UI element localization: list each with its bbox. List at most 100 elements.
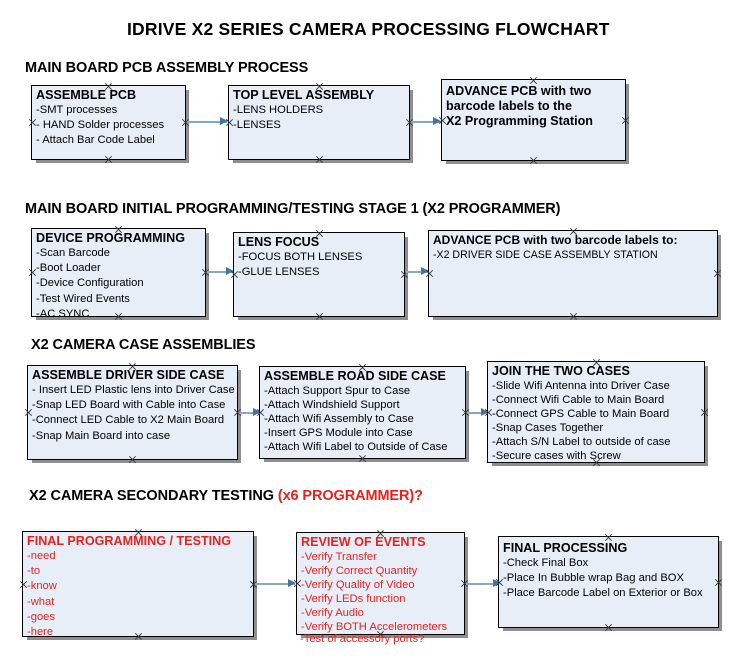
node-title: REVIEW OF EVENTS (301, 535, 426, 549)
section-heading-text: X2 CAMERA SECONDARY TESTING (29, 488, 278, 504)
connection-handle-top[interactable] (569, 227, 578, 236)
node-line: -Connect GPS Cable to Main Board (492, 408, 670, 420)
connection-handle-top[interactable] (376, 529, 385, 538)
node-line: -Secure cases with Screw (492, 450, 621, 462)
connection-handle-bottom[interactable] (529, 156, 538, 165)
node-line: -goes (27, 610, 55, 623)
connection-handle-top[interactable] (315, 229, 324, 238)
connection-handle-top[interactable] (134, 528, 143, 537)
connection-handle-left[interactable] (293, 579, 302, 588)
connection-handle-bottom[interactable] (128, 455, 137, 464)
node-review-of-events-overflow-line: -Test of accessory ports? (300, 633, 425, 645)
node-title: ADVANCE PCB with two (446, 84, 592, 98)
node-title: ADVANCE PCB with two barcode labels to: (433, 233, 678, 247)
connection-handle-left[interactable] (24, 408, 33, 417)
connection-handle-left[interactable] (425, 269, 434, 278)
connection-handle-left[interactable] (438, 116, 447, 125)
node-line: -Snap Cases Together (492, 422, 604, 434)
connection-handle-bottom[interactable] (592, 458, 601, 467)
node-line: -need (27, 550, 56, 562)
connection-handle-left[interactable] (484, 408, 493, 417)
node-final-programming-testing[interactable]: FINAL PROGRAMMING / TESTING -need -to -k… (19, 528, 254, 639)
node-line: -Slide Wifi Antenna into Driver Case (492, 380, 670, 392)
node-line: -Connect Wifi Cable to Main Board (492, 394, 665, 406)
node-title: ASSEMBLE PCB (36, 88, 137, 102)
node-device-programming[interactable]: DEVICE PROGRAMMING -Scan Barcode -Boot L… (28, 225, 206, 320)
node-review-of-events[interactable]: REVIEW OF EVENTS -Verify Transfer -Verif… (296, 532, 465, 635)
connector-review-of-events-to-final-processing (466, 583, 500, 585)
node-line: -X2 DRIVER SIDE CASE ASSEMBLY STATION (433, 249, 658, 261)
connection-handle-left[interactable] (19, 580, 28, 589)
node-line: -Scan Barcode (36, 247, 111, 259)
connector-road-side-to-join-cases (467, 412, 487, 414)
connection-handle-bottom[interactable] (358, 454, 367, 463)
node-line: -Verify BOTH Accelerometers (301, 621, 448, 633)
node-line: -Place In Bubble wrap Bag and BOX (503, 572, 684, 585)
connection-handle-right[interactable] (713, 269, 722, 278)
node-title: FINAL PROCESSING (503, 541, 628, 555)
connector-top-level-assembly-to-advance-pcb (411, 121, 441, 123)
node-assemble-road-side-case[interactable]: ASSEMBLE ROAD SIDE CASE -Attach Support … (259, 366, 466, 459)
node-line: -Place Barcode Label on Exterior or Box (503, 587, 703, 600)
connection-handle-left[interactable] (256, 408, 265, 417)
node-line: -AC SYNC (36, 307, 90, 320)
connection-handle-top[interactable] (104, 82, 113, 91)
connection-handle-top[interactable] (529, 76, 538, 85)
node-line: -Attach Support Spur to Case (264, 385, 411, 397)
connector-device-programming-to-lens-focus (207, 271, 233, 273)
node-title: ASSEMBLE DRIVER SIDE CASE (32, 368, 225, 382)
connector-final-programming-to-review-of-events (255, 583, 295, 585)
node-line: -LENSES (233, 119, 281, 132)
connection-handle-bottom[interactable] (604, 623, 613, 632)
connection-handle-left[interactable] (225, 118, 234, 127)
connection-handle-bottom[interactable] (315, 312, 324, 321)
connection-handle-bottom[interactable] (569, 312, 578, 321)
node-advance-pcb-driver-side-case[interactable]: ADVANCE PCB with two barcode labels to: … (428, 230, 718, 317)
node-line: - HAND Solder processes (36, 119, 165, 132)
node-advance-pcb-programming-station[interactable]: ADVANCE PCB with two barcode labels to t… (441, 79, 626, 161)
connection-handle-right[interactable] (714, 578, 723, 587)
node-title: TOP LEVEL ASSEMBLY (233, 88, 375, 102)
connection-handle-right[interactable] (621, 116, 630, 125)
node-title-line2: barcode labels to the (446, 99, 572, 113)
node-line: -know (27, 580, 57, 593)
node-assemble-driver-side-case[interactable]: ASSEMBLE DRIVER SIDE CASE - Insert LED P… (27, 365, 238, 460)
connection-handle-top[interactable] (315, 82, 324, 91)
node-line: -SMT processes (36, 104, 118, 116)
connection-handle-bottom[interactable] (134, 632, 143, 641)
connection-handle-bottom[interactable] (104, 155, 113, 164)
node-line: -what (27, 595, 55, 608)
node-line: -Attach S/N Label to outside of case (492, 436, 671, 448)
connection-handle-left[interactable] (230, 270, 239, 279)
connection-handle-bottom[interactable] (114, 312, 123, 321)
section-heading-main-board-initial-programming: MAIN BOARD INITIAL PROGRAMMING/TESTING S… (25, 201, 561, 217)
node-line: -Attach Wifi Label to Outside of Case (264, 441, 448, 453)
node-line: -Boot Loader (36, 262, 101, 275)
connection-handle-left[interactable] (28, 118, 37, 127)
node-line: - Insert LED Plastic lens into Driver Ca… (32, 384, 235, 396)
node-line: -to (27, 565, 41, 578)
node-title: ASSEMBLE ROAD SIDE CASE (264, 369, 446, 383)
node-top-level-assembly[interactable]: TOP LEVEL ASSEMBLY -LENS HOLDERS -LENSES (228, 85, 410, 160)
node-line: -Verify Transfer (301, 551, 377, 563)
node-line: -Snap Main Board into case (32, 429, 171, 442)
connection-handle-bottom[interactable] (315, 155, 324, 164)
connection-handle-top[interactable] (114, 225, 123, 234)
node-line: -LENS HOLDERS (233, 104, 324, 116)
connector-driver-side-to-road-side (239, 412, 259, 414)
node-assemble-pcb[interactable]: ASSEMBLE PCB -SMT processes - HAND Solde… (31, 85, 186, 160)
connection-handle-top[interactable] (128, 362, 137, 371)
node-join-the-two-cases[interactable]: JOIN THE TWO CASES -Slide Wifi Antenna i… (487, 361, 705, 463)
node-line: -here (27, 626, 54, 639)
node-lens-focus[interactable]: LENS FOCUS -FOCUS BOTH LENSES -GLUE LENS… (233, 232, 405, 317)
connection-handle-top[interactable] (592, 358, 601, 367)
connection-handle-left[interactable] (28, 268, 37, 277)
node-final-processing[interactable]: FINAL PROCESSING -Check Final Box -Place… (498, 536, 719, 628)
connection-handle-left[interactable] (495, 578, 504, 587)
connection-handle-top[interactable] (604, 533, 613, 542)
connection-handle-right[interactable] (700, 408, 709, 417)
node-line: -Verify Correct Quantity (301, 565, 418, 577)
node-line: -Connect LED Cable to X2 Main Board (32, 414, 225, 427)
connection-handle-top[interactable] (358, 363, 367, 372)
